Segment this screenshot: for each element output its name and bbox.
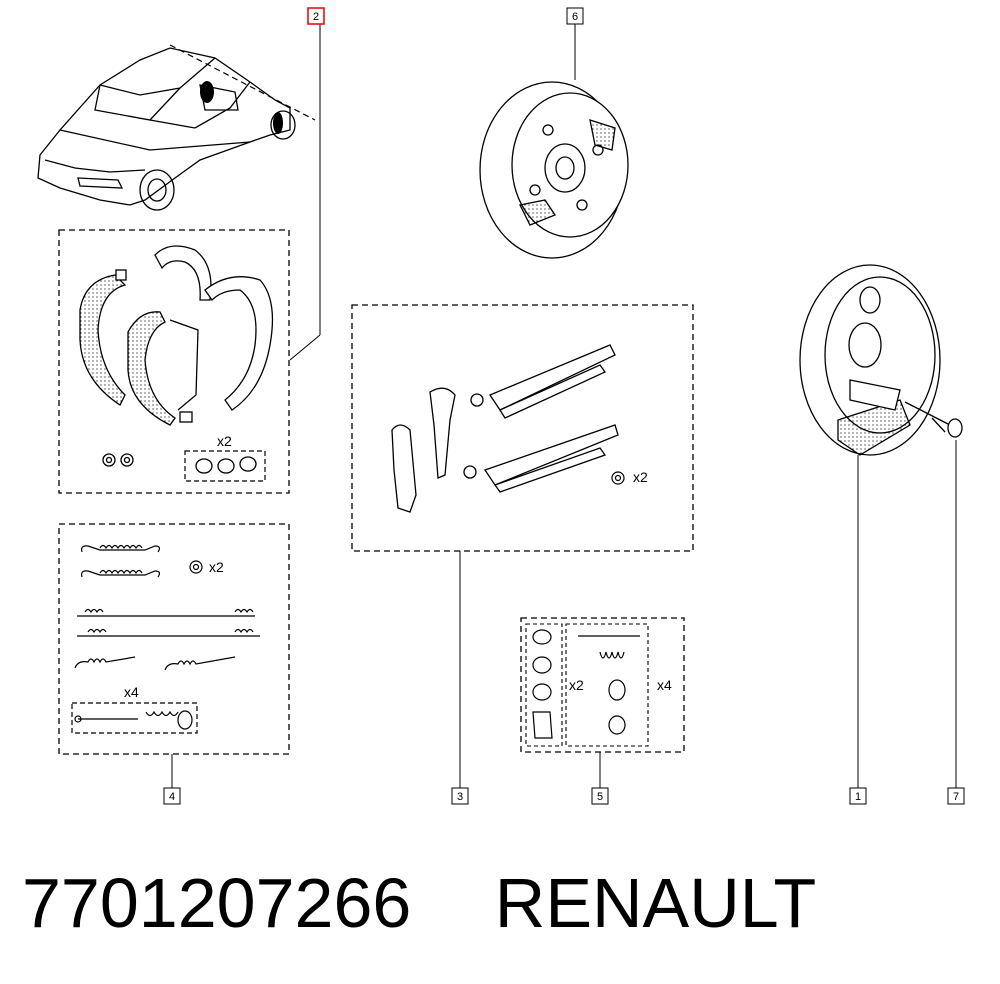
retainer-cup-icon [195,456,257,474]
svg-text:2: 2 [313,11,319,23]
adjuster-lever-icon [391,344,619,513]
callout-3[interactable]: 3 [451,787,469,805]
part-caption: 7701207266 RENAULT [22,858,816,948]
backing-plate-icon [799,264,941,456]
part-number: 7701207266 [22,864,412,942]
callout-2[interactable]: 2 [307,7,325,25]
kit-box-5: x2 x4 [520,617,685,753]
svg-text:6: 6 [572,11,578,23]
callout-5[interactable]: 5 [591,787,609,805]
washer-icon [611,471,625,485]
svg-text:7: 7 [953,791,959,803]
callout-4[interactable]: 4 [163,787,181,805]
svg-text:1: 1 [855,791,861,803]
callout-6[interactable]: 6 [566,7,584,25]
qty-spring-kit-pin-set: x4 [124,684,139,700]
clip-icon [102,453,134,467]
svg-text:5: 5 [597,791,603,803]
qty-hardware-kit-left: x2 [569,677,584,693]
car-rear-axle-guide [169,44,316,121]
qty-spring-kit-washer: x2 [209,559,224,575]
qty-adjuster-kit-washer: x2 [633,469,648,485]
svg-text:4: 4 [169,791,175,803]
washer-icon [189,560,203,574]
kit-box-3: x2 [351,304,694,552]
car-icon [37,47,296,211]
svg-text:3: 3 [457,791,463,803]
kit-box-2: x2 [58,229,290,494]
qty-shoe-kit-clips: x2 [217,433,232,449]
kit-box-4: x2 x4 [58,523,290,755]
callout-1[interactable]: 1 [849,787,867,805]
hardware-parts-icon [532,629,640,739]
brand-name: RENAULT [494,864,817,942]
qty-hardware-kit-right: x4 [657,677,672,693]
bolt-icon [904,401,963,438]
spring-icon [74,544,260,671]
wheel-highlight-marks [200,81,283,134]
callout-7[interactable]: 7 [947,787,965,805]
hold-down-pin-icon [74,710,193,730]
drum-icon [479,81,629,259]
brake-shoe-icon [79,245,274,426]
